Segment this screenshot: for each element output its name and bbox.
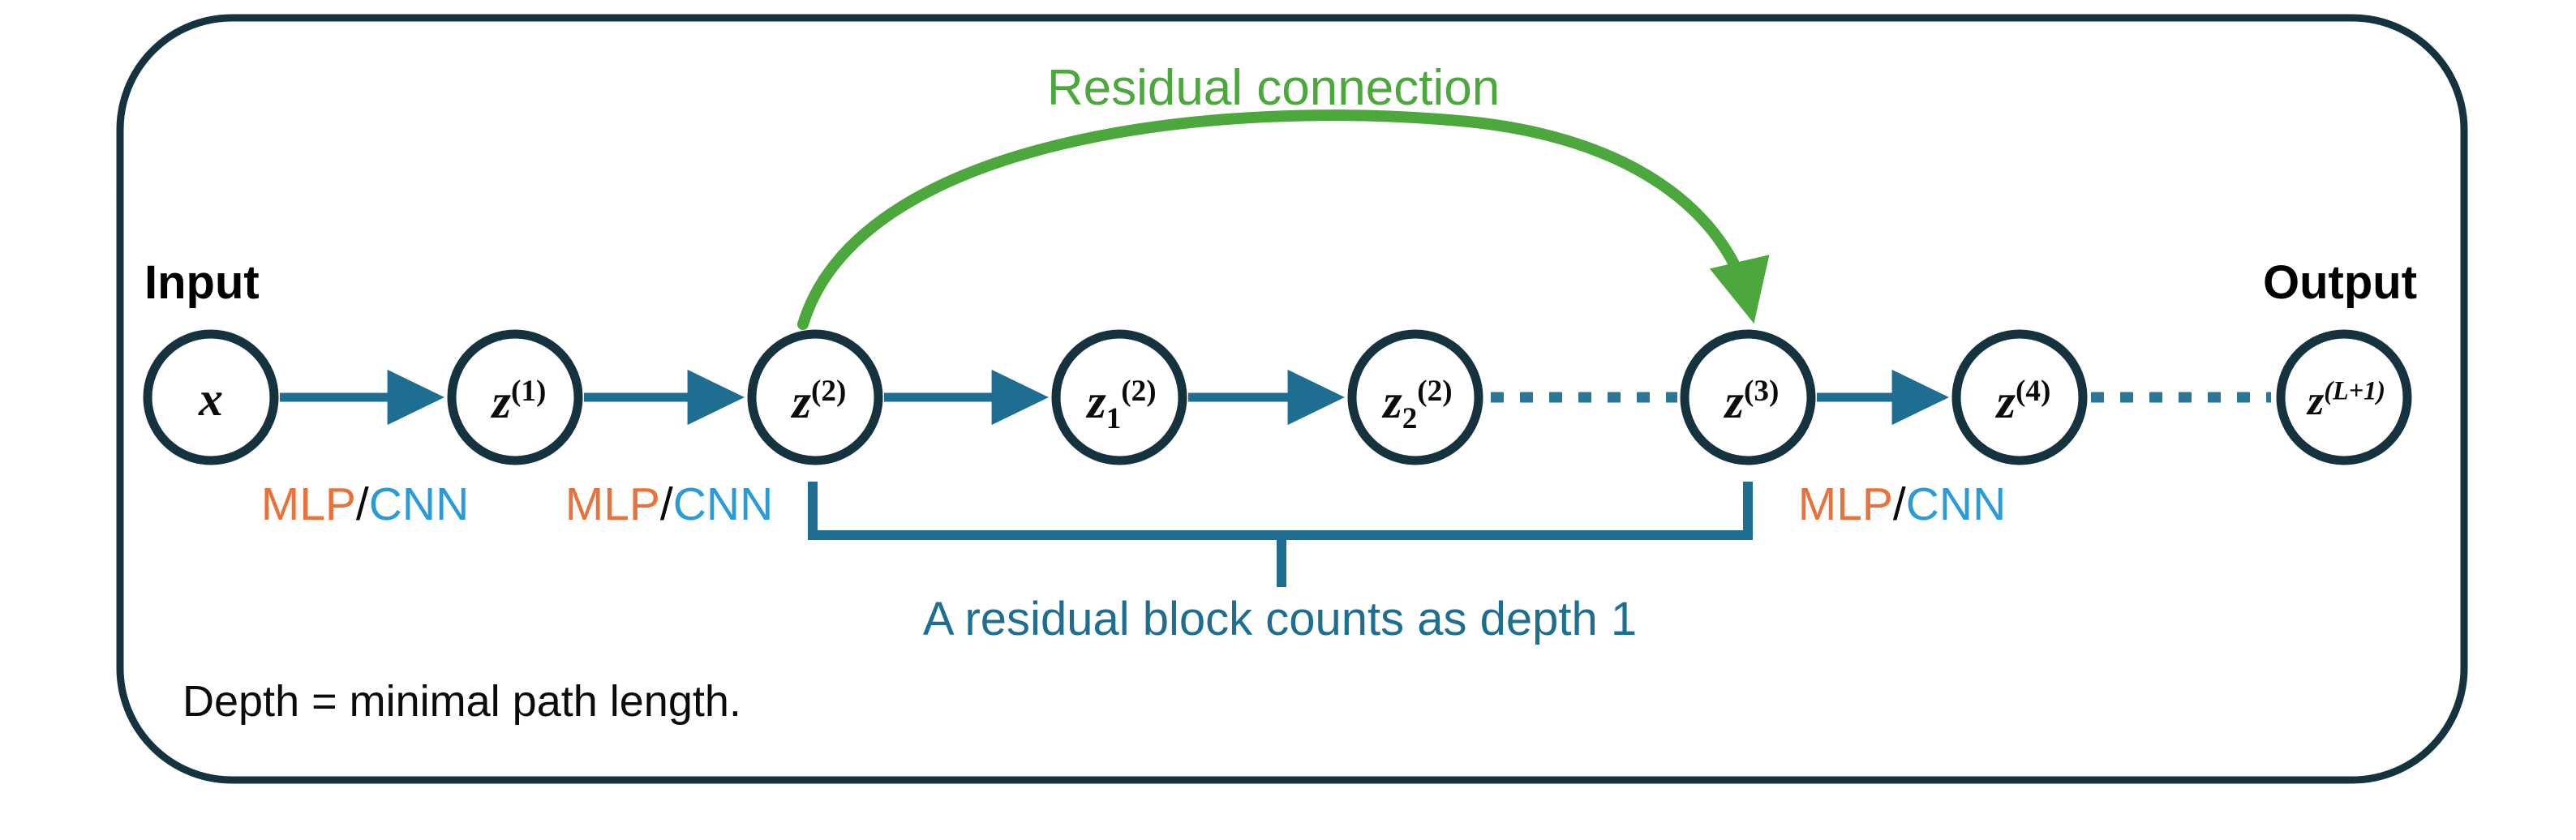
output-label: Output — [2263, 256, 2418, 309]
node-circle-zL1[interactable] — [2276, 329, 2412, 465]
node-circle-x[interactable] — [143, 329, 279, 465]
node-label-z2-sub2: z2(2) — [1383, 375, 1453, 435]
residual-block-caption: A residual block counts as depth 1 — [922, 593, 1638, 645]
depth-note: Depth = minimal path length. — [182, 677, 741, 726]
residual-block-bracket — [808, 482, 1753, 587]
residual-connection-text: Residual connection — [1046, 60, 1501, 116]
node-label-zL1: z(L+1) — [2308, 375, 2385, 424]
op-label-2-cnn: CNN — [672, 478, 774, 530]
node-label-z4: z(4) — [1996, 375, 2051, 428]
op-label-3-slash: / — [1892, 478, 1906, 530]
input-label: Input — [144, 256, 260, 309]
node-circle-z4[interactable] — [1951, 329, 2088, 465]
op-label-2: MLP/CNN — [565, 482, 774, 528]
node-label-z2: z(2) — [792, 375, 847, 428]
node-circle-z1[interactable] — [447, 329, 583, 465]
op-label-2-mlp: MLP — [565, 478, 660, 530]
residual-connection-label: Residual connection — [1047, 63, 1500, 114]
node-label-z3: z(3) — [1724, 375, 1780, 428]
node-circle-z2-sub2[interactable] — [1347, 329, 1483, 465]
residual-connection-arc — [797, 109, 1770, 330]
op-label-3-mlp: MLP — [1797, 478, 1893, 530]
node-label-x: x — [199, 372, 223, 426]
node-label-z1: z(1) — [492, 375, 547, 428]
op-label-1-slash: / — [355, 478, 369, 530]
node-label-z2-sub1: z1(2) — [1087, 375, 1157, 435]
op-label-1-cnn: CNN — [368, 478, 470, 530]
node-circle-z2[interactable] — [747, 329, 883, 465]
op-label-3: MLP/CNN — [1798, 482, 2007, 528]
op-label-1: MLP/CNN — [261, 482, 470, 528]
node-circle-z2-sub1[interactable] — [1051, 329, 1187, 465]
node-circle-z3[interactable] — [1680, 329, 1816, 465]
op-label-2-slash: / — [659, 478, 673, 530]
op-label-1-mlp: MLP — [260, 478, 356, 530]
op-label-3-cnn: CNN — [1905, 478, 2007, 530]
